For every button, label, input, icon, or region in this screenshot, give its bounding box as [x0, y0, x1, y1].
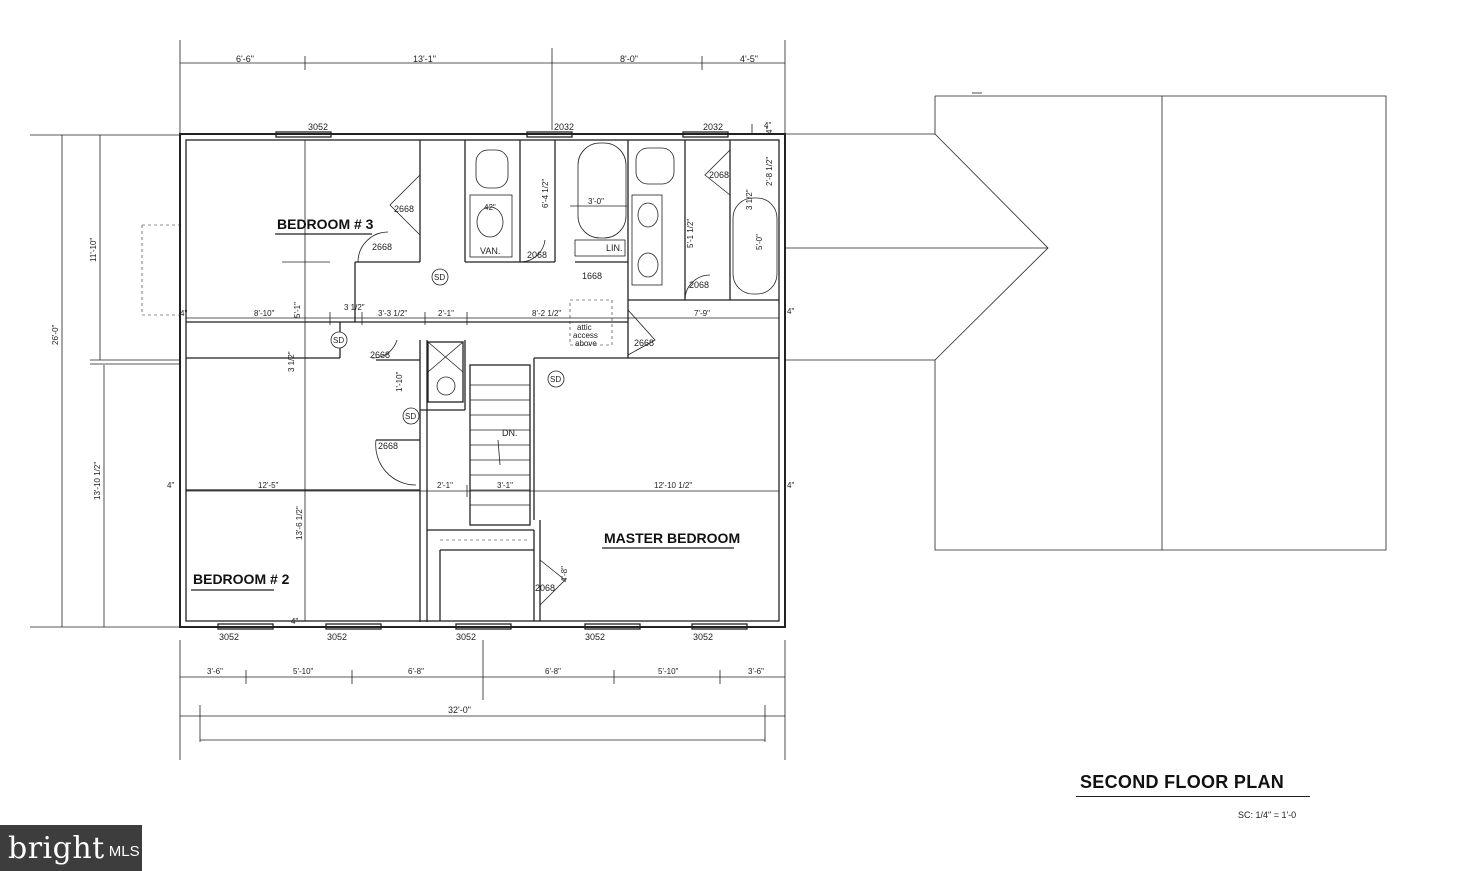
dim-mid-2: 3 1/2" [344, 303, 365, 312]
vanity-size: 42" [484, 203, 496, 212]
staircase [440, 364, 531, 541]
window-bottom-1: 3052 [219, 632, 239, 642]
stairs-down-label: DN. [502, 428, 518, 438]
svg-text:SD: SD [333, 336, 344, 345]
dim-low-4: 12'-10 1/2" [654, 481, 692, 490]
dim-v-4: 13'-6 1/2" [295, 506, 304, 540]
smoke-detector-2: SD [330, 331, 348, 349]
dim-overall-width: 32'-0" [448, 705, 471, 715]
interior-dimension-lines [186, 140, 779, 621]
dim-low-3: 3'-1" [497, 481, 513, 490]
dim-edge-3: 4" [167, 481, 174, 490]
roof-plan [785, 92, 1387, 551]
svg-text:SD: SD [405, 412, 416, 421]
dim-low-1: 12'-5" [258, 481, 279, 490]
tub-width: 3'-0" [588, 197, 604, 206]
dim-v-2: 3 1/2" [287, 351, 296, 372]
dim-edge-6: 4" [764, 121, 771, 130]
vanity-label: VAN. [480, 246, 500, 256]
dim-mid-5: 8'-2 1/2" [532, 309, 561, 318]
door-bedroom3-closet: 2668 [394, 204, 414, 214]
dim-v-9: 3 1/2" [745, 189, 754, 210]
drawing-title: SECOND FLOOR PLAN [1080, 772, 1285, 792]
dim-edge-2: 4" [787, 307, 794, 316]
window-top-2: 2032 [554, 122, 574, 132]
dim-edge-5: 4" [291, 617, 298, 626]
dim-top-4: 4'-5" [740, 54, 758, 64]
dim-v-3: 1'-10" [395, 371, 404, 392]
dim-bottom-3: 6'-8" [408, 667, 424, 676]
watermark-suffix: MLS [108, 842, 140, 860]
door-bedroom2: 2668 [378, 441, 398, 451]
interior-walls [186, 140, 779, 622]
door-master: 2668 [634, 338, 654, 348]
door-bath1: 2068 [527, 250, 547, 260]
dim-v-7: 5'-1 1/2" [686, 219, 695, 248]
dim-bottom-1: 3'-6" [207, 667, 223, 676]
window-top-1: 3052 [308, 122, 328, 132]
window-bottom-5: 3052 [693, 632, 713, 642]
door-master-wc: 2068 [709, 170, 729, 180]
dim-top-1: 6'-6" [236, 54, 254, 64]
room-label-bedroom3: BEDROOM # 3 [277, 216, 374, 232]
door-bedroom3: 2668 [372, 242, 392, 252]
dim-left-lower: 13'-10 1/2" [93, 462, 102, 500]
smoke-detector-4: SD [402, 407, 420, 425]
door-linen: 1668 [582, 271, 602, 281]
left-dimension-lines [30, 134, 180, 628]
windows [217, 131, 748, 630]
window-bottom-3: 3052 [456, 632, 476, 642]
smoke-detector-1: SD [431, 268, 449, 286]
bottom-dimension-lines [179, 640, 786, 760]
dim-edge-1: 4" [180, 309, 187, 318]
title-underline [1076, 796, 1310, 797]
window-top-3: 2032 [703, 122, 723, 132]
dim-top-2: 13'-1" [413, 54, 436, 64]
door-hall-closet: 2668 [370, 350, 390, 360]
exterior-walls [179, 133, 786, 628]
door-master-bath: 2068 [689, 280, 709, 290]
dim-edge-4: 4" [787, 481, 794, 490]
dim-low-2: 2'-1" [437, 481, 453, 490]
room-label-master: MASTER BEDROOM [604, 530, 740, 546]
dim-mid-4: 2'-1" [438, 309, 454, 318]
svg-text:SD: SD [434, 273, 445, 282]
dim-bottom-2: 5'-10" [293, 667, 314, 676]
window-bottom-2: 3052 [327, 632, 347, 642]
dim-bottom-4: 6'-8" [545, 667, 561, 676]
door-master-closet: 2068 [535, 583, 555, 593]
room-label-bedroom2: BEDROOM # 2 [193, 571, 290, 587]
svg-text:SD: SD [550, 375, 561, 384]
dim-mid-3: 3'-3 1/2" [378, 309, 407, 318]
dim-mid-1: 8'-10" [254, 309, 275, 318]
dim-bottom-6: 3'-6" [748, 667, 764, 676]
dim-bottom-5: 5'-10" [658, 667, 679, 676]
watermark-brand: bright [8, 830, 105, 866]
bright-mls-watermark: bright MLS [0, 825, 142, 871]
dim-v-6: 6'-4 1/2" [541, 179, 550, 208]
smoke-detector-3: SD [547, 370, 565, 388]
attic-label-1: attic [577, 323, 592, 332]
dim-top-3: 8'-0" [620, 54, 638, 64]
dim-v-11: 4" [765, 127, 774, 134]
dim-mid-6: 7'-9" [694, 309, 710, 318]
dim-v-1: 5'-1" [293, 302, 302, 318]
attic-label-3: above [575, 339, 597, 348]
dim-v-8: 2'-8 1/2" [765, 157, 774, 186]
door-swings [357, 149, 731, 606]
dim-v-10: 5'-0" [755, 234, 764, 250]
linen-label: LIN. [606, 243, 623, 253]
drawing-scale: SC: 1/4" = 1'-0 [1238, 810, 1297, 820]
dim-overall-depth: 26'-0" [51, 324, 60, 345]
bath-fixtures [469, 142, 778, 346]
dim-left-upper: 11'-10" [89, 238, 98, 262]
attic-label-2: access [573, 331, 598, 340]
top-dimension-lines [179, 40, 786, 135]
left-bump-out [141, 224, 180, 316]
window-bottom-4: 3052 [585, 632, 605, 642]
dim-v-5: 4'-8" [560, 566, 569, 582]
shaft [427, 341, 464, 403]
